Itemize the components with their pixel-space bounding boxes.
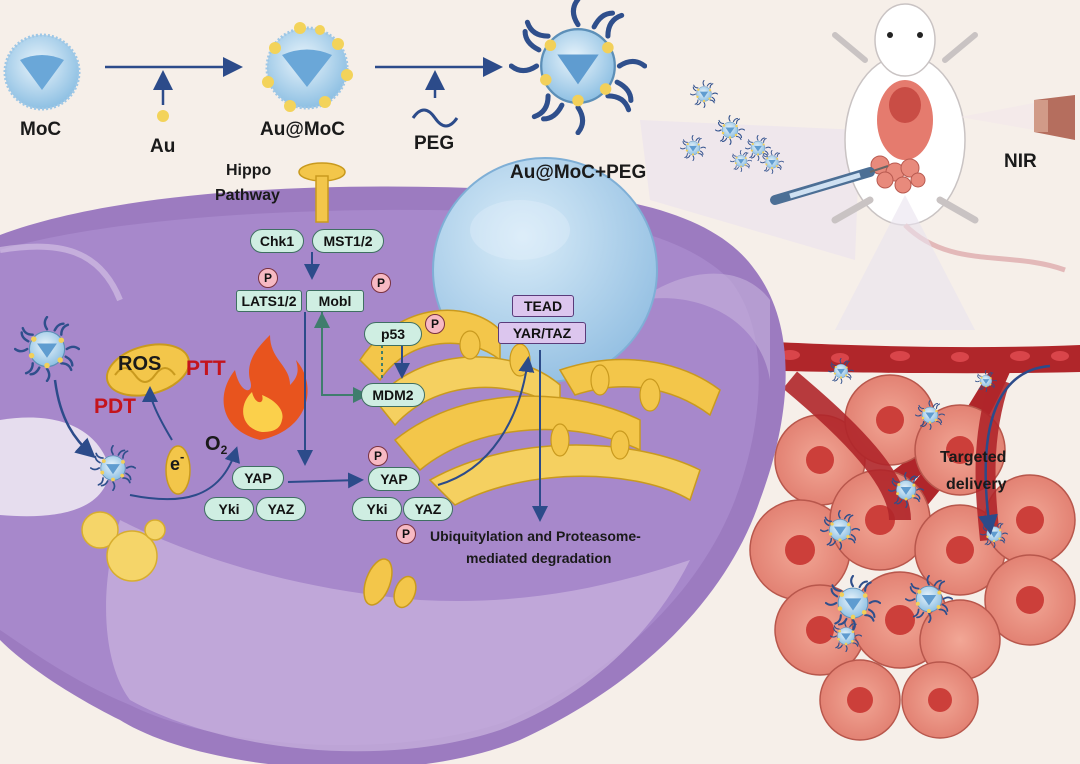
cytoplasm-lower xyxy=(106,520,691,752)
au-label: Au xyxy=(150,136,176,157)
moc-label: MoC xyxy=(20,119,62,140)
node-tead: TEAD xyxy=(512,295,574,317)
degradation-label-1: Ubiquitylation and Proteasome- xyxy=(430,528,641,544)
light-beam xyxy=(640,120,860,260)
nir-label: NIR xyxy=(1004,151,1037,172)
targeted-delivery-label-1: Targeted xyxy=(940,449,1007,466)
node-yaz-left: YAZ xyxy=(256,497,306,521)
ros-label: ROS xyxy=(118,353,162,375)
pathway-arrows xyxy=(129,252,548,522)
ptt-label: PTT xyxy=(186,357,226,380)
node-yki-left: Yki xyxy=(204,497,254,521)
delivery-arrow xyxy=(978,364,1051,535)
node-mdm2: MDM2 xyxy=(361,383,425,407)
node-yar-taz: YAR/TAZ xyxy=(498,322,586,344)
electron-symbol: e xyxy=(170,454,181,474)
oxygen-symbol: O xyxy=(205,433,221,455)
phospho-badge-p53: P xyxy=(425,314,445,334)
node-chk1: Chk1 xyxy=(250,229,304,253)
node-yap-left: YAP xyxy=(232,466,284,490)
au-particle-icon xyxy=(157,110,169,122)
node-p53: p53 xyxy=(364,322,422,346)
mitochondrion-icon xyxy=(105,343,417,609)
peg-label: PEG xyxy=(414,133,455,154)
phospho-badge-mobl: P xyxy=(371,273,391,293)
synthesis-scheme xyxy=(3,0,645,133)
moc-core xyxy=(20,55,64,90)
gold-dots xyxy=(262,22,353,112)
phospho-badge-lats: P xyxy=(258,268,278,288)
uptake-arrow xyxy=(53,379,96,459)
mouse-icon xyxy=(640,3,1066,330)
flame-icon xyxy=(223,335,308,440)
mouse-tumor xyxy=(870,155,926,194)
node-yaz-right: YAZ xyxy=(403,497,453,521)
oxygen-subscript: 2 xyxy=(220,443,228,457)
degradation-label-2: mediated degradation xyxy=(466,550,612,566)
electron-label: e- xyxy=(170,450,184,473)
phospho-badge-yap: P xyxy=(368,446,388,466)
tumor-beam xyxy=(835,195,975,330)
node-yap-right: YAP xyxy=(368,467,420,491)
hippo-label-1: Hippo xyxy=(226,162,272,179)
node-yki-right: Yki xyxy=(352,497,402,521)
tumor-cell-icon xyxy=(749,371,1076,741)
hippo-label-2: Pathway xyxy=(215,187,280,204)
peg-chain-icon xyxy=(411,108,459,128)
golgi-icon xyxy=(359,309,721,506)
hippo-receptor-icon xyxy=(298,162,346,223)
electron-charge: - xyxy=(180,449,185,464)
au-moc-peg-label: Au@MoC+PEG xyxy=(510,162,647,183)
phospho-badge-yaz: P xyxy=(396,524,416,544)
vesicles xyxy=(81,511,166,582)
node-mst12: MST1/2 xyxy=(312,229,384,253)
syringe-icon xyxy=(770,165,889,205)
laser-icon xyxy=(960,95,1075,140)
targeted-delivery-label-2: delivery xyxy=(946,476,1007,493)
node-lats12: LATS1/2 xyxy=(236,290,302,312)
node-mobl: Mobl xyxy=(306,290,364,312)
au-moc-label: Au@MoC xyxy=(260,119,346,140)
pdt-label: PDT xyxy=(94,395,136,418)
oxygen-label: O2 xyxy=(205,434,227,456)
